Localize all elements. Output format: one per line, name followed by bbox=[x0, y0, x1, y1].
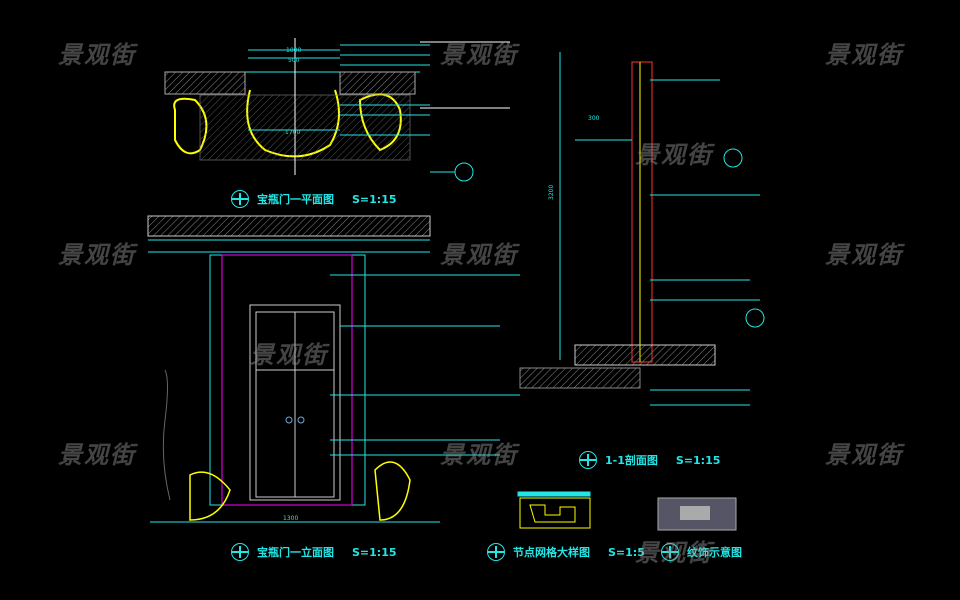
title-name: 宝瓶门一平面图 bbox=[257, 193, 334, 206]
watermark: 景观街 bbox=[440, 41, 518, 69]
section-symbol-icon bbox=[231, 543, 249, 561]
watermark: 景观街 bbox=[635, 141, 713, 169]
plan-title: 宝瓶门一平面图 S=1:15 bbox=[231, 190, 397, 208]
dim-plan-mid: 500 bbox=[288, 57, 300, 64]
watermark: 景观街 bbox=[635, 539, 713, 567]
plan-view bbox=[164, 38, 510, 182]
grid-detail bbox=[517, 491, 737, 531]
section-symbol-icon bbox=[661, 543, 679, 561]
watermark: 景观街 bbox=[250, 341, 328, 369]
title-scale: S=1:15 bbox=[352, 545, 397, 559]
elevation-view bbox=[147, 215, 520, 523]
watermark: 景观街 bbox=[825, 41, 903, 69]
section-view bbox=[519, 52, 765, 406]
title-scale: S=1:5 bbox=[608, 545, 645, 559]
watermark: 景观街 bbox=[440, 441, 518, 469]
title-name: 宝瓶门一立面图 bbox=[257, 546, 334, 559]
dim-section-height: 3200 bbox=[548, 185, 555, 200]
section-symbol-icon bbox=[579, 451, 597, 469]
title-name: 纹饰示意图 bbox=[687, 546, 742, 559]
elevation-title: 宝瓶门一立面图 S=1:15 bbox=[231, 543, 397, 561]
dim-section-width: 300 bbox=[588, 115, 600, 122]
dim-plan-bottom: 1700 bbox=[285, 129, 300, 136]
watermark: 景观街 bbox=[825, 241, 903, 269]
title-scale: S=1:15 bbox=[352, 192, 397, 206]
dim-elev-width: 1300 bbox=[283, 515, 298, 522]
section-symbol-icon bbox=[231, 190, 249, 208]
dim-plan-top: 1000 bbox=[286, 47, 301, 54]
ornament-title: 纹饰示意图 bbox=[661, 543, 742, 561]
watermark: 景观街 bbox=[58, 241, 136, 269]
section-symbol-icon bbox=[487, 543, 505, 561]
watermark: 景观街 bbox=[440, 241, 518, 269]
detail-title: 节点网格大样图 S=1:5 bbox=[487, 543, 645, 561]
watermark: 景观街 bbox=[58, 441, 136, 469]
watermark: 景观街 bbox=[58, 41, 136, 69]
title-name: 1-1剖面图 bbox=[605, 454, 658, 467]
title-scale: S=1:15 bbox=[675, 453, 721, 467]
title-name: 节点网格大样图 bbox=[513, 546, 590, 559]
watermark: 景观街 bbox=[825, 441, 903, 469]
section-title: 1-1剖面图 S=1:15 bbox=[579, 451, 720, 469]
